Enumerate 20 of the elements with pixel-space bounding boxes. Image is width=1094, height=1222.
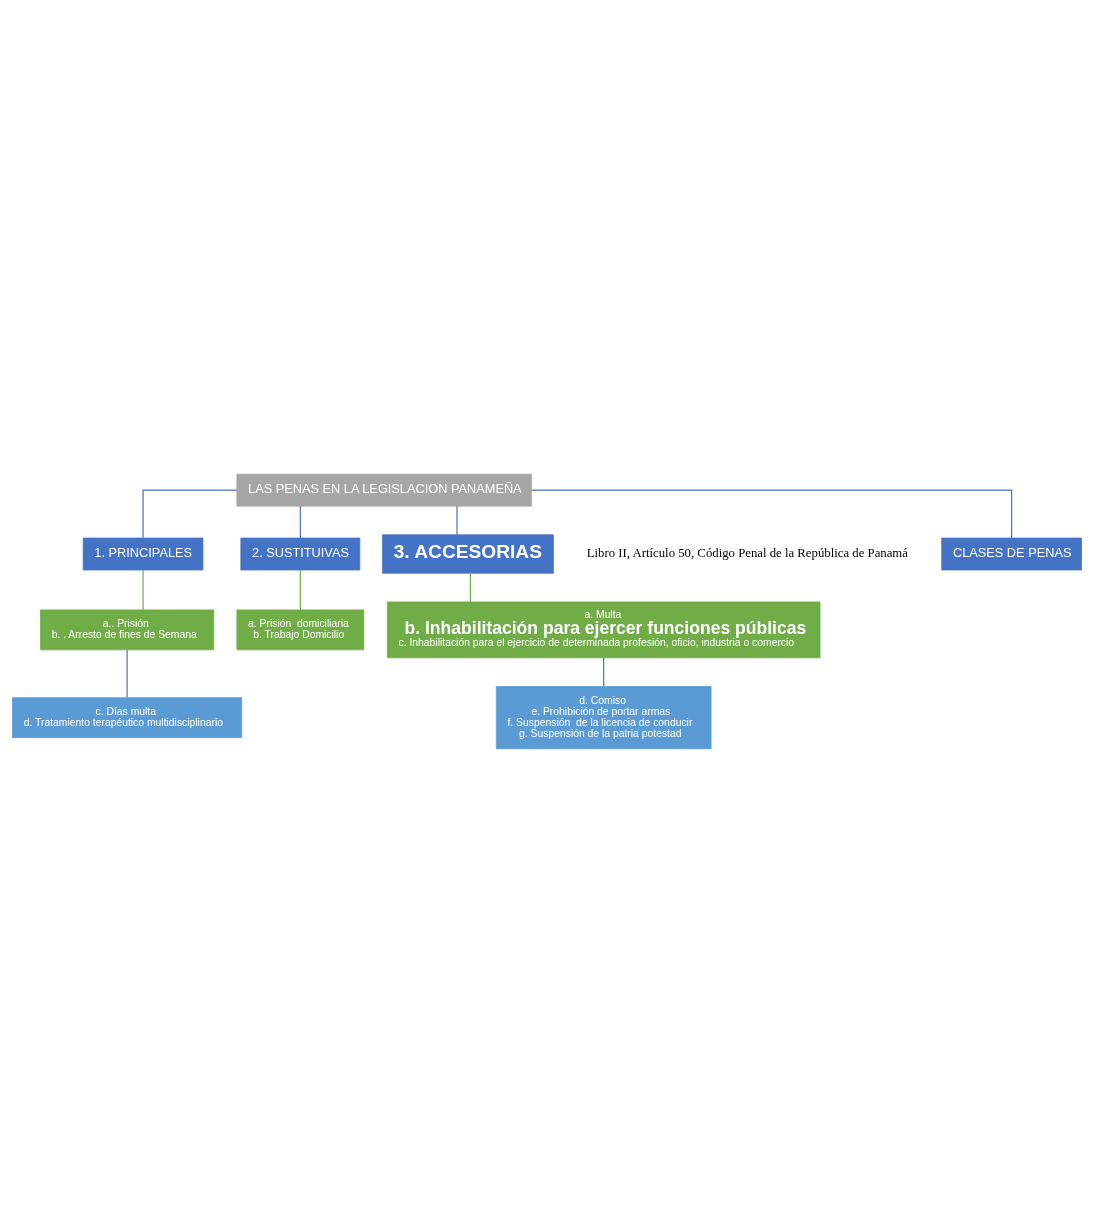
node-box: c. Días multa d. Tratamiento terapéutico multidisciplinario xyxy=(12,696,243,738)
node-box: 2. SUSTITUIVAS xyxy=(240,537,361,570)
connector xyxy=(531,489,1013,538)
label: Libro II, Artículo 50, Código Penal de la República de Panamá xyxy=(586,545,908,560)
node-box: CLASES DE PENAS xyxy=(941,537,1082,570)
node-box: LAS PENAS EN LA LEGISLACION PANAMEÑA xyxy=(236,473,532,507)
node-box: a. Prisión domiciliaria b. Trabajo Domicilio xyxy=(236,609,365,650)
connector xyxy=(469,572,471,602)
connector xyxy=(603,656,605,687)
connector xyxy=(126,648,128,698)
node-box: 3. ACCESORIAS xyxy=(382,533,554,574)
connector xyxy=(456,505,458,535)
connector xyxy=(142,489,238,538)
node-box: 1. PRINCIPALES xyxy=(82,537,204,570)
connector xyxy=(142,569,144,610)
node-box: d. Comiso e. Prohibición de portar armas f. Suspensión de la licencia de conducir g. Suspensión de la patria potestad xyxy=(495,685,712,749)
connector xyxy=(299,505,301,538)
node-box: a. Multa b. Inhabilitación para ejercer funciones públicas c. Inhabilitación para el ejercicio de determinada profesión, oficio, industria o comercio xyxy=(386,601,821,658)
connector xyxy=(299,569,301,610)
node-box: a.. Prisión b. . Arresto de fines de Semana xyxy=(40,609,215,650)
